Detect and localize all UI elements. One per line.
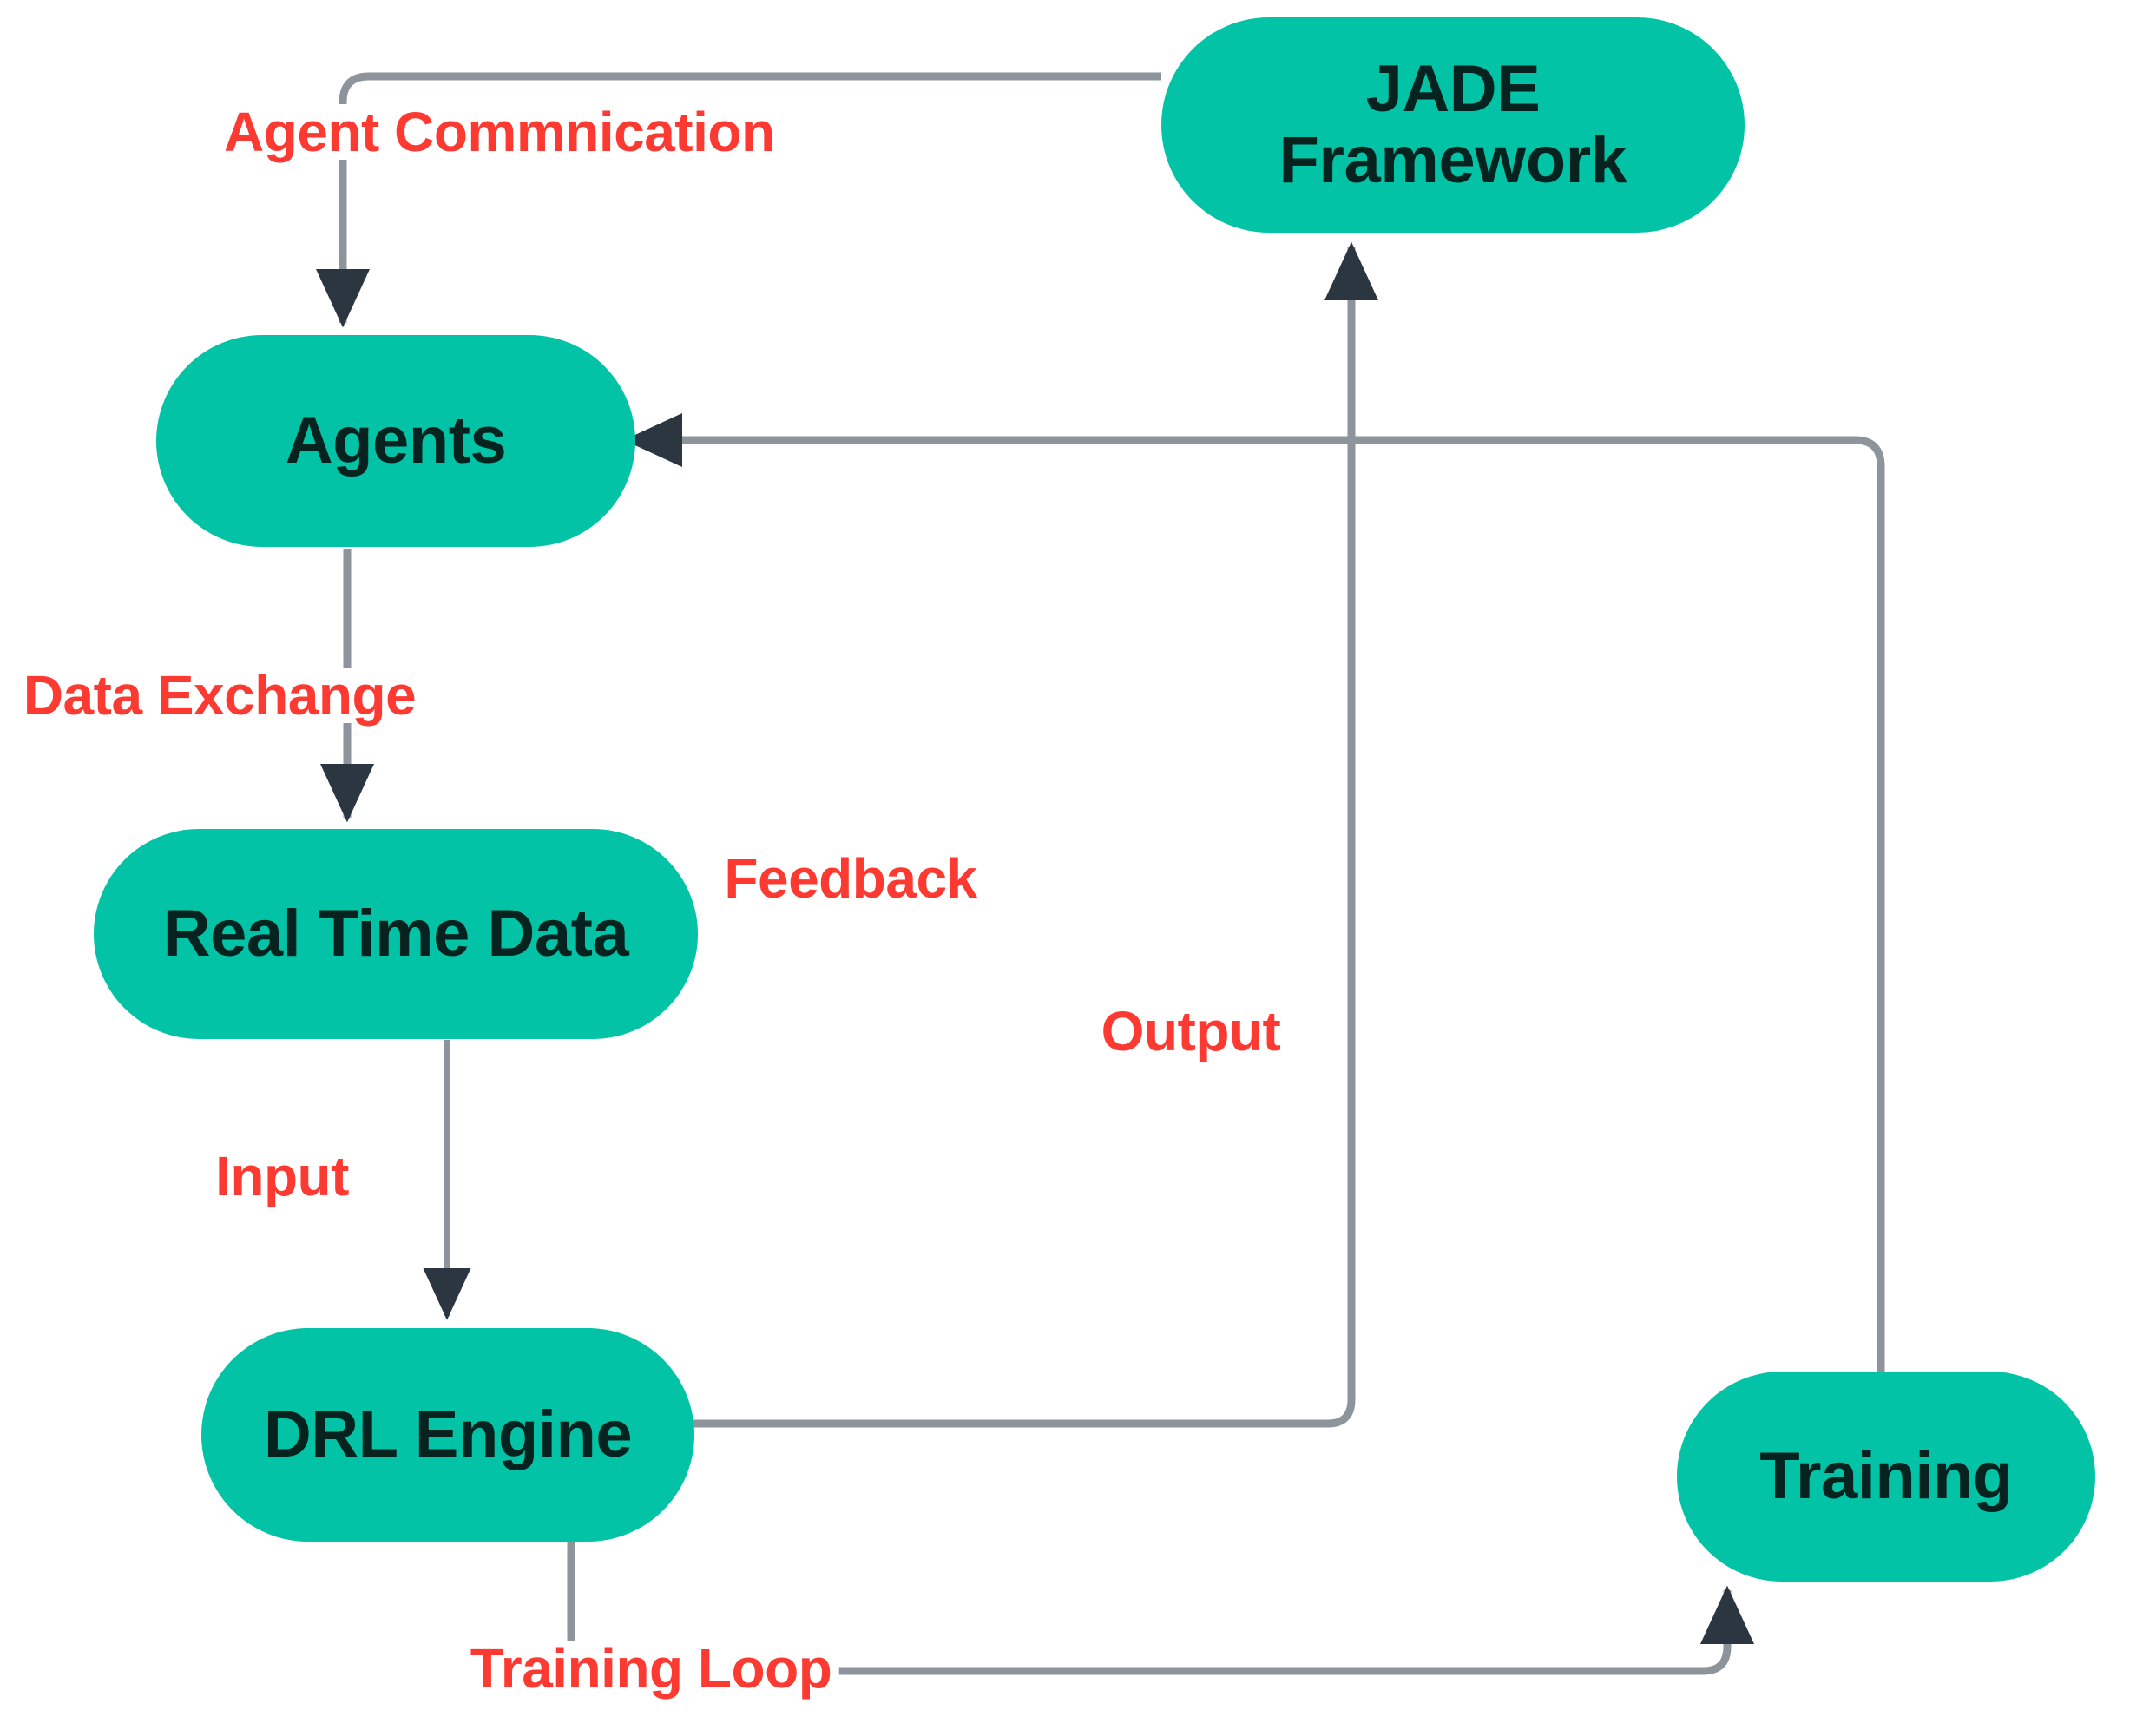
edge-path-feedback xyxy=(660,241,1379,1428)
edge-label-input: Input xyxy=(208,1148,356,1204)
node-real-time-data[interactable]: Real Time Data xyxy=(94,829,698,1039)
edge-path-agent-communication xyxy=(315,72,1161,328)
edge-label-training-loop: Training Loop xyxy=(463,1641,839,1696)
edge-label-output: Output xyxy=(1094,1003,1288,1059)
edge-label-feedback: Feedback xyxy=(717,851,984,906)
node-drl-engine[interactable]: DRL Engine xyxy=(201,1328,694,1542)
node-training[interactable]: Training xyxy=(1677,1372,2095,1582)
edge-path-output xyxy=(623,412,1885,1372)
edge-label-data-exchange: Data Exchange xyxy=(16,668,424,723)
node-jade-framework[interactable]: JADE Framework xyxy=(1161,17,1745,233)
node-agents[interactable]: Agents xyxy=(156,335,635,547)
edge-label-agent-communication: Agent Commnication xyxy=(217,104,782,160)
